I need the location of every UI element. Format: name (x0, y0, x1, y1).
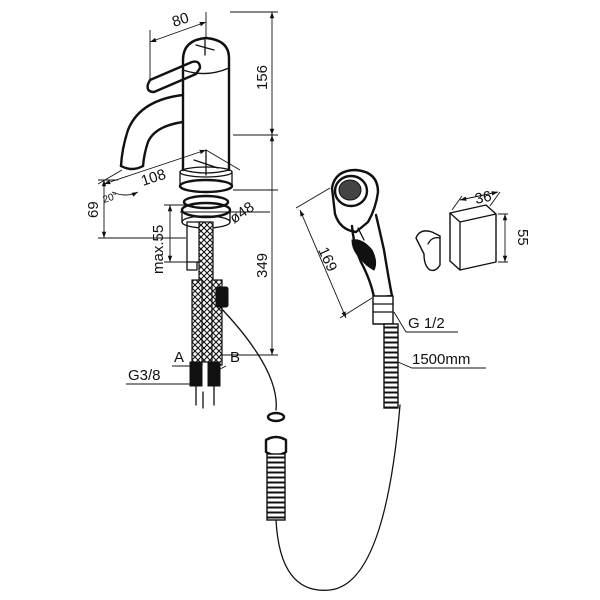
corrugated-connector (266, 453, 286, 521)
tap-cap (181, 36, 231, 62)
shower-hose (275, 404, 401, 591)
holder-clip (415, 230, 441, 272)
dim-55: 55 (514, 229, 531, 246)
sealing-washer (266, 411, 286, 423)
tap-spout (119, 93, 185, 168)
label-g38: G3/8 (128, 367, 161, 384)
dim-156: 156 (254, 65, 271, 90)
hose-nut (264, 435, 288, 457)
label-a: A (174, 349, 184, 366)
thin-supply-line (218, 305, 277, 411)
dimensions (97, 11, 508, 385)
basin-tap (119, 36, 234, 271)
dim-169: 169 (314, 245, 340, 275)
dim-349: 349 (254, 253, 271, 278)
holder-body (449, 204, 497, 271)
supply-connection (218, 305, 401, 591)
shower-trigger (351, 239, 377, 271)
label-1500mm: 1500mm (412, 351, 470, 368)
mounting-nut (180, 201, 232, 219)
shower-hose-sleeve (383, 323, 399, 409)
shower-holder (415, 204, 497, 272)
diverter-valve (215, 286, 229, 308)
dim-69: 69 (85, 201, 102, 218)
tap-lever (146, 60, 202, 94)
fitting-b (207, 361, 221, 387)
dim-36: 36 (473, 188, 493, 208)
label-b: B (230, 349, 240, 366)
dim-max55: max.55 (150, 225, 167, 274)
dim-80: 80 (170, 9, 191, 30)
label-g12: G 1/2 (408, 315, 445, 332)
inlet-hoses (189, 221, 229, 409)
dim-108: 108 (139, 166, 168, 190)
labels: 80 156 108 20° 69 max.55 ø48 349 169 36 … (85, 9, 531, 384)
dim-angle: 20° (102, 191, 120, 206)
hand-shower (330, 168, 399, 409)
dim-diameter: ø48 (227, 199, 258, 228)
shower-connector (372, 295, 394, 325)
